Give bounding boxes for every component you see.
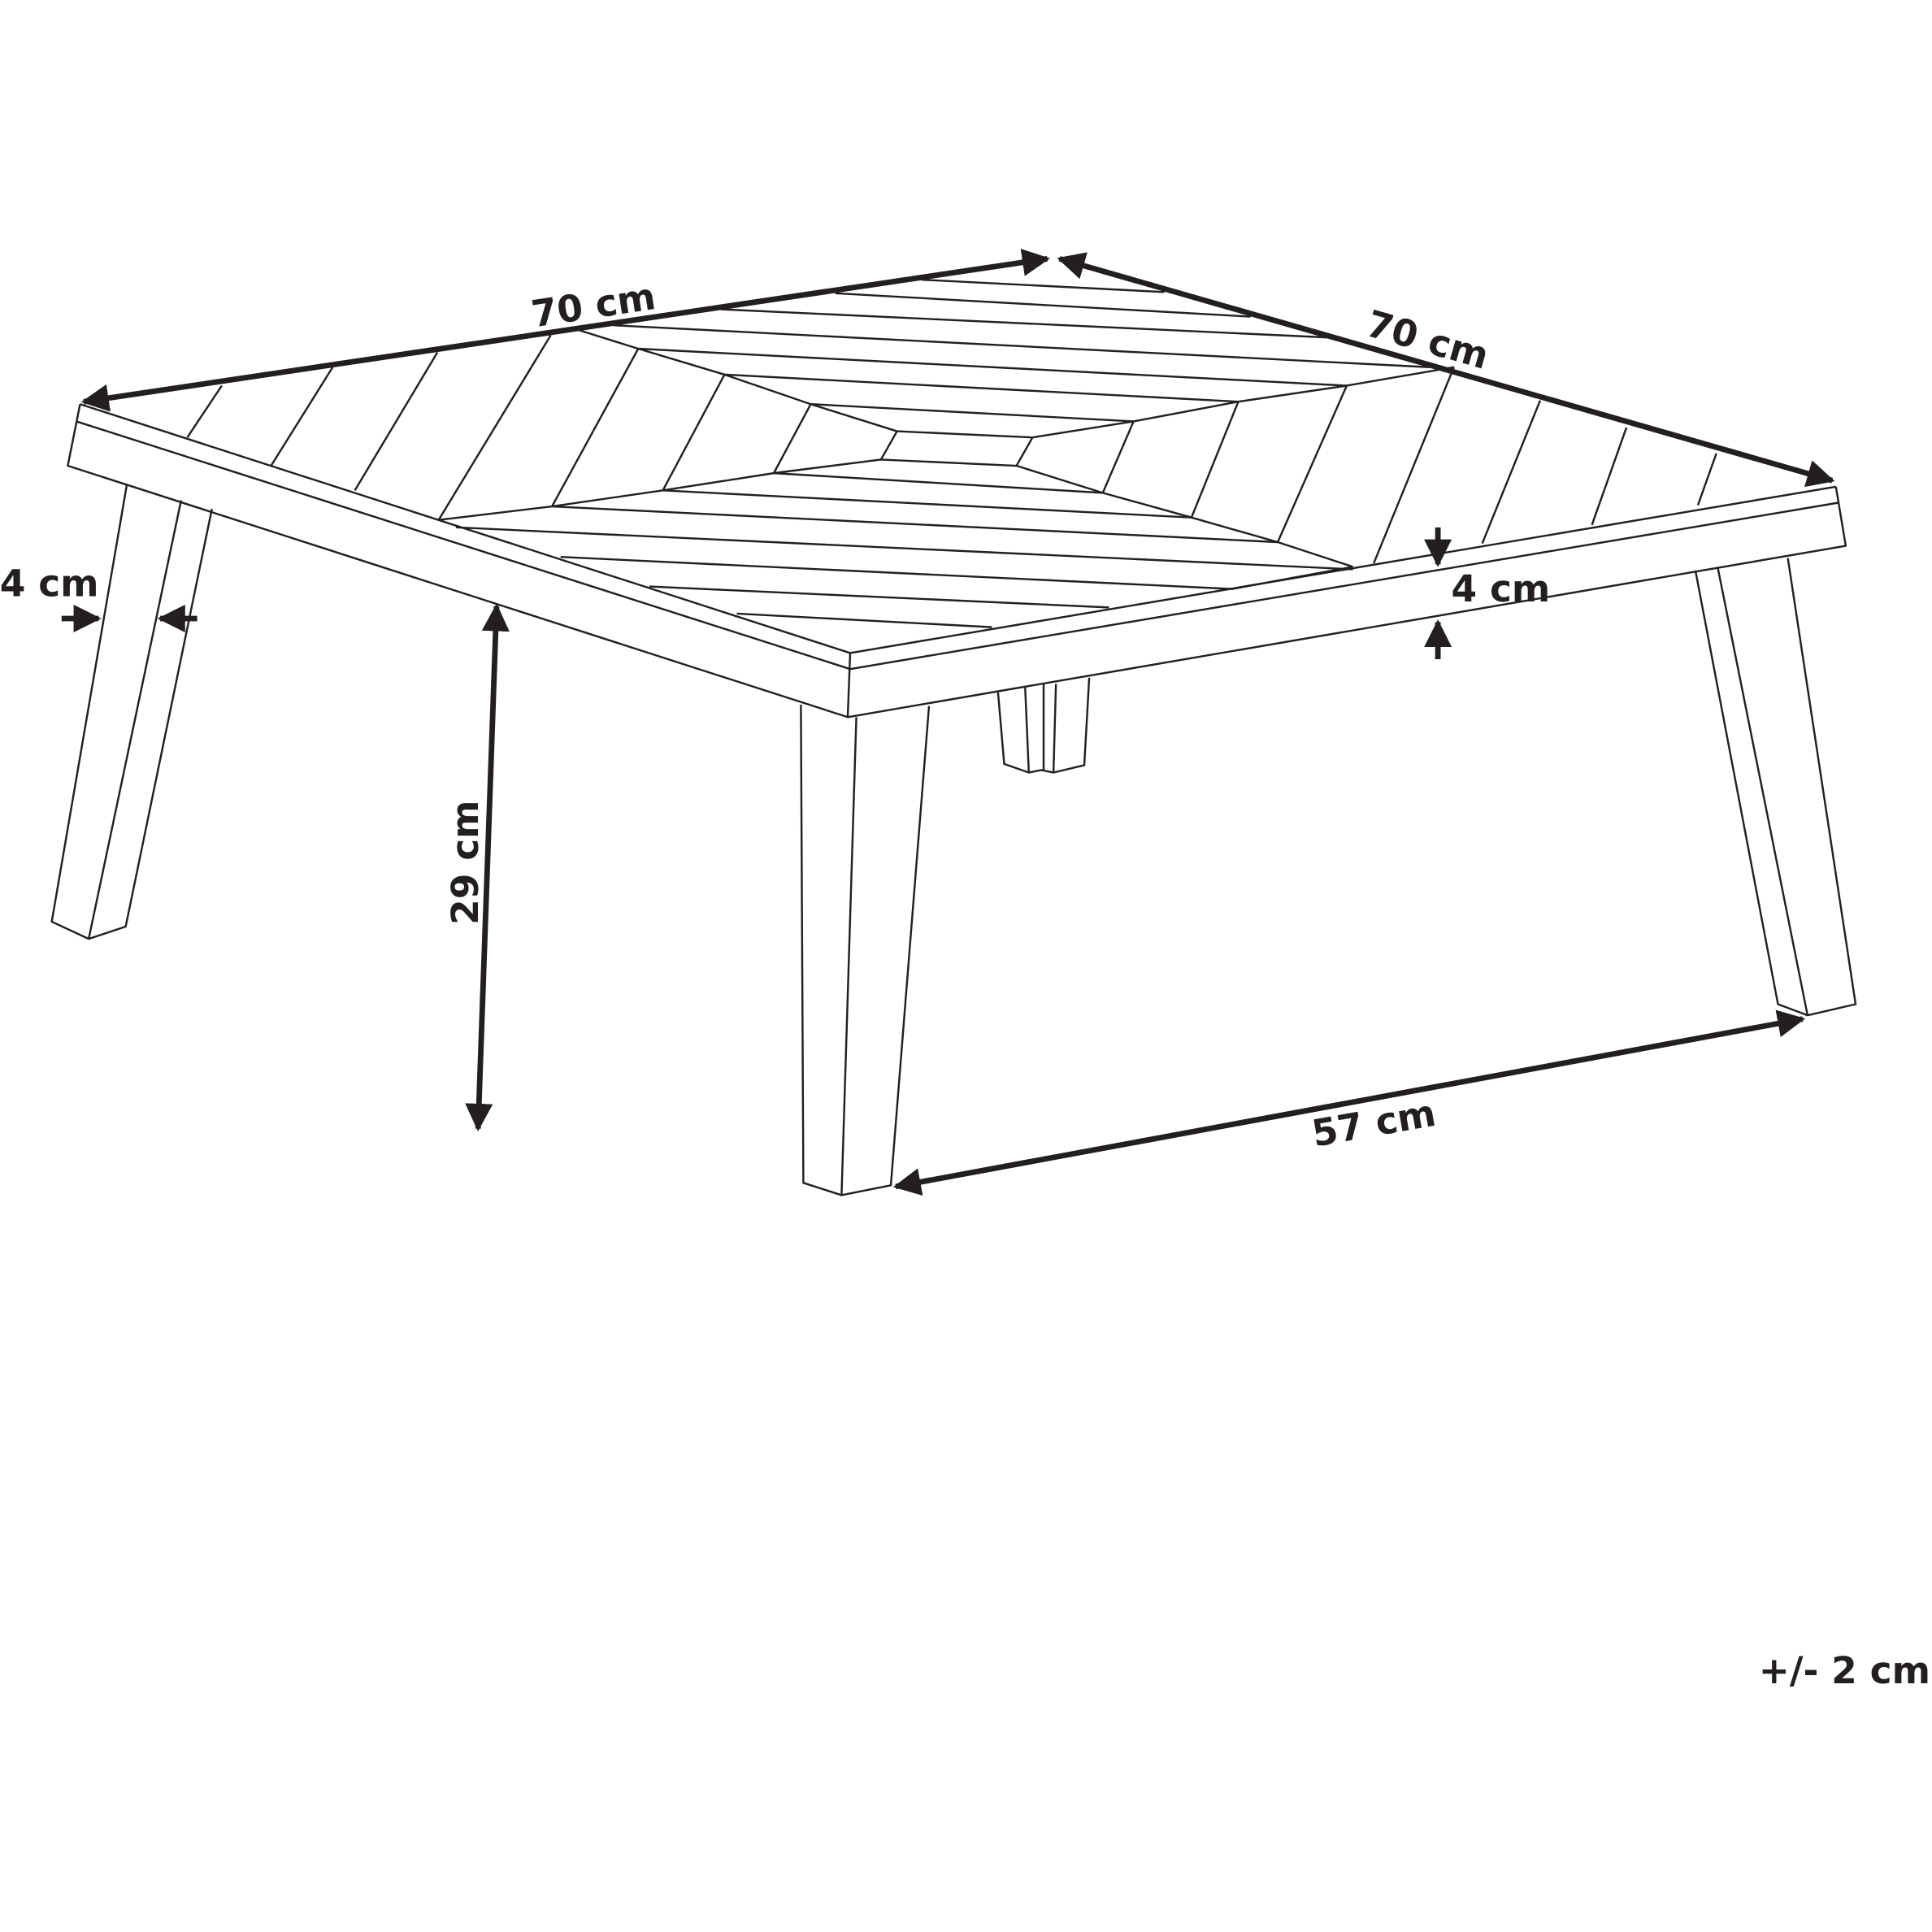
label-top-thickness: 4 cm xyxy=(1452,567,1551,610)
dimension-lines xyxy=(61,248,1835,1196)
label-height: 29 cm xyxy=(444,800,487,924)
label-leg-thickness: 4 cm xyxy=(0,562,99,606)
leg-left xyxy=(50,484,213,940)
leg-front xyxy=(800,705,931,1196)
table-top xyxy=(67,403,1847,719)
dim-arrow-width-left xyxy=(80,248,1050,412)
label-leg-span: 57 cm xyxy=(1309,1092,1439,1156)
label-tolerance: +/- 2 cm xyxy=(1759,1649,1930,1692)
dim-arrow-leg-span xyxy=(892,1009,1806,1196)
dim-arrow-width-right xyxy=(1057,252,1835,488)
dimension-labels: 70 cm 70 cm 29 cm 57 cm 4 cm 4 cm +/- 2 … xyxy=(0,275,1930,1692)
dim-arrow-height xyxy=(465,603,510,1132)
leg-back xyxy=(996,677,1091,774)
leg-right xyxy=(1694,558,1857,1017)
